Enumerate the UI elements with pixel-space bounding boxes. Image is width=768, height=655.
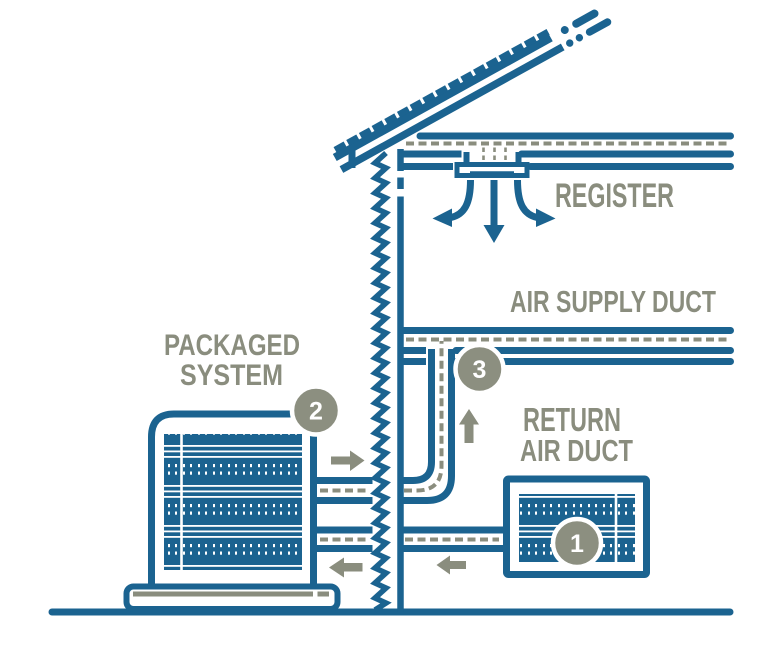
roof-lower-chord bbox=[339, 43, 565, 173]
register-throat-airflow-dashes bbox=[482, 147, 507, 162]
supply-stub-outside-wall bbox=[317, 477, 373, 504]
return-duct bbox=[317, 526, 505, 552]
riser-duct-outer-wall bbox=[399, 349, 435, 484]
marker-1-number: 1 bbox=[570, 530, 584, 558]
riser-duct bbox=[317, 341, 455, 504]
airflow-arrow-left-outside bbox=[329, 557, 363, 578]
riser-duct-dashed-airline bbox=[404, 341, 444, 493]
roof-ridge-dot bbox=[575, 34, 584, 42]
return-air-duct-label-line2: AIR DUCT bbox=[520, 433, 633, 468]
airflow-arrow-right bbox=[331, 450, 365, 471]
return-duct-lines bbox=[317, 526, 505, 552]
register-airflow-right-arrowhead bbox=[536, 208, 556, 227]
airflow-arrow-up bbox=[459, 409, 479, 443]
exterior-wall bbox=[370, 149, 404, 613]
roof-fascia bbox=[348, 146, 356, 168]
roof-upper-chord-ext bbox=[572, 9, 599, 28]
marker-1: 1 bbox=[550, 516, 604, 570]
register-airflow-left-curve bbox=[449, 179, 474, 221]
attic-duct bbox=[402, 132, 734, 170]
airflow-arrows bbox=[329, 409, 479, 578]
air-supply-duct-label: AIR SUPPLY DUCT bbox=[510, 284, 716, 319]
wall-siding-zigzag bbox=[370, 150, 392, 613]
return-grille-frame bbox=[503, 475, 650, 578]
roof-upper-chord bbox=[332, 34, 553, 162]
marker-3-number: 3 bbox=[473, 356, 487, 384]
register bbox=[432, 147, 556, 243]
packaged-system-label-line1: PACKAGED bbox=[164, 329, 300, 362]
roof-shingles bbox=[333, 27, 552, 153]
marker-3: 3 bbox=[453, 342, 506, 396]
register-airflow-left-arrowhead bbox=[432, 208, 452, 227]
roof bbox=[332, 9, 612, 173]
packaged-system-label-line2: SYSTEM bbox=[180, 359, 283, 392]
packaged-unit-coil-grille bbox=[164, 434, 302, 570]
marker-2: 2 bbox=[289, 384, 343, 437]
unit-base-pad bbox=[123, 583, 341, 612]
airflow-arrow-left-inside bbox=[436, 555, 466, 575]
labels: REGISTER AIR SUPPLY DUCT PACKAGED SYSTEM… bbox=[164, 177, 716, 468]
register-airflow-right-curve bbox=[514, 179, 539, 221]
packaged-unit bbox=[123, 410, 341, 612]
riser-duct-inner-wall bbox=[399, 349, 455, 504]
return-air-duct-label-line1: RETURN bbox=[523, 401, 621, 438]
roof-lower-chord-ext bbox=[585, 18, 612, 36]
register-grille-box bbox=[454, 162, 530, 178]
register-airflow-center-arrowhead bbox=[483, 225, 505, 243]
register-label: REGISTER bbox=[555, 177, 674, 215]
marker-2-number: 2 bbox=[309, 398, 323, 426]
step-markers: 1 2 3 bbox=[289, 342, 604, 570]
roof-ridge-dot bbox=[566, 39, 574, 47]
supply-duct bbox=[398, 327, 734, 365]
roof-ridge-dot bbox=[560, 26, 569, 35]
